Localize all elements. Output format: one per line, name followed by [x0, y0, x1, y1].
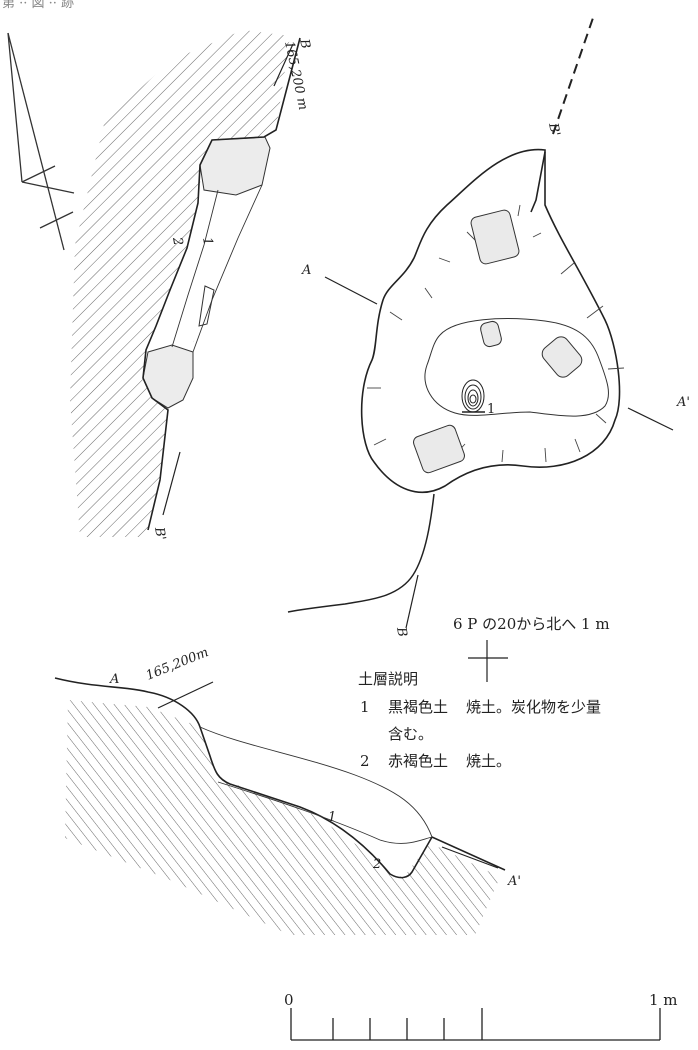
section-a-layer-boundary [199, 726, 433, 838]
legend-row-1: 1 黒褐色土 焼土。炭化物を少量 [358, 694, 693, 721]
plan-stone-3 [541, 336, 583, 378]
legend-title: 土層説明 [358, 670, 419, 688]
section-b-layer-2: 2 [169, 235, 185, 247]
section-b-upper-block [199, 136, 271, 196]
plan-inner-outline [424, 318, 609, 417]
section-b-stone [198, 285, 215, 327]
section-a-datum-line [157, 681, 214, 709]
plan-a-line-left [324, 276, 378, 305]
plan-charcoal-feature-icon [461, 379, 485, 413]
legend-number: 2 [360, 752, 370, 770]
plan-label-b-bottom: B [393, 625, 410, 638]
scale-label-start: 0 [284, 991, 294, 1009]
section-a-layer-2: 2 [372, 857, 381, 872]
plan-label-a: A [301, 263, 311, 278]
legend-continuation: 含む。 [388, 725, 434, 743]
plan-b-line-top [530, 151, 546, 213]
plan-feature-number: 1 [487, 402, 495, 417]
section-b-lower-line [162, 451, 181, 516]
legend-description: 焼土。炭化物を少量 [466, 698, 602, 716]
header-fragment: 第 ·· 図 ·· 跡 [2, 0, 75, 11]
section-b-elevation: 165,200 m [281, 40, 310, 112]
section-b-layer-1: 1 [199, 236, 215, 247]
legend-soil: 赤褐色土 [388, 752, 449, 770]
section-a-layer-boundary-2 [217, 781, 433, 844]
legend-description: 焼土。 [466, 752, 512, 770]
plan-stone-1 [470, 209, 520, 265]
section-b-label-bottom: B' [151, 525, 168, 542]
legend-soil: 黒褐色土 [388, 698, 449, 716]
section-a-elevation: 165,200m [144, 645, 211, 684]
plan-view: 1 A A' B' B [287, 14, 690, 682]
plan-label-a-prime: A' [676, 395, 690, 410]
plan-b-tick-bottom [405, 574, 419, 629]
section-a-right-line [441, 846, 499, 869]
section-a-hatched-ground [65, 700, 500, 935]
grid-point-marker-icon [468, 640, 508, 682]
section-b-pit-fill [143, 137, 272, 410]
plan-b-dashed-top [552, 14, 595, 135]
legend-row-2: 2 赤褐色土 焼土。 [358, 748, 693, 775]
north-arrow-icon [7, 32, 75, 251]
plan-outer-outline [360, 148, 621, 494]
section-b-layer-boundary-2 [192, 184, 263, 353]
section-a-profile-line [54, 677, 506, 879]
section-a-label-a: A [109, 672, 119, 687]
section-b-profile: B 165,200 m B' 1 2 [70, 30, 313, 542]
section-b-label-top: B [296, 37, 313, 50]
grid-note: 6 P の20から北へ 1 m [453, 615, 610, 633]
legend-number: 1 [360, 698, 370, 716]
section-a-layer-1: 1 [328, 810, 336, 825]
plan-b-line-bottom [287, 493, 435, 613]
section-b-datum-line [273, 43, 294, 87]
plan-a-line-right [627, 407, 674, 431]
plan-stone-2 [480, 320, 502, 348]
soil-legend: 土層説明 1 黒褐色土 焼土。炭化物を少量 含む。 2 赤褐色土 焼土。 [358, 666, 693, 775]
section-b-layer-boundary [171, 189, 219, 348]
scale-bar [290, 1008, 661, 1041]
section-a-label-a-prime: A' [507, 874, 521, 889]
plan-stone-4 [413, 424, 465, 474]
section-b-profile-line [142, 37, 301, 531]
scale-label-end: 1 m [649, 991, 678, 1009]
plan-label-b-prime: B' [545, 121, 563, 138]
